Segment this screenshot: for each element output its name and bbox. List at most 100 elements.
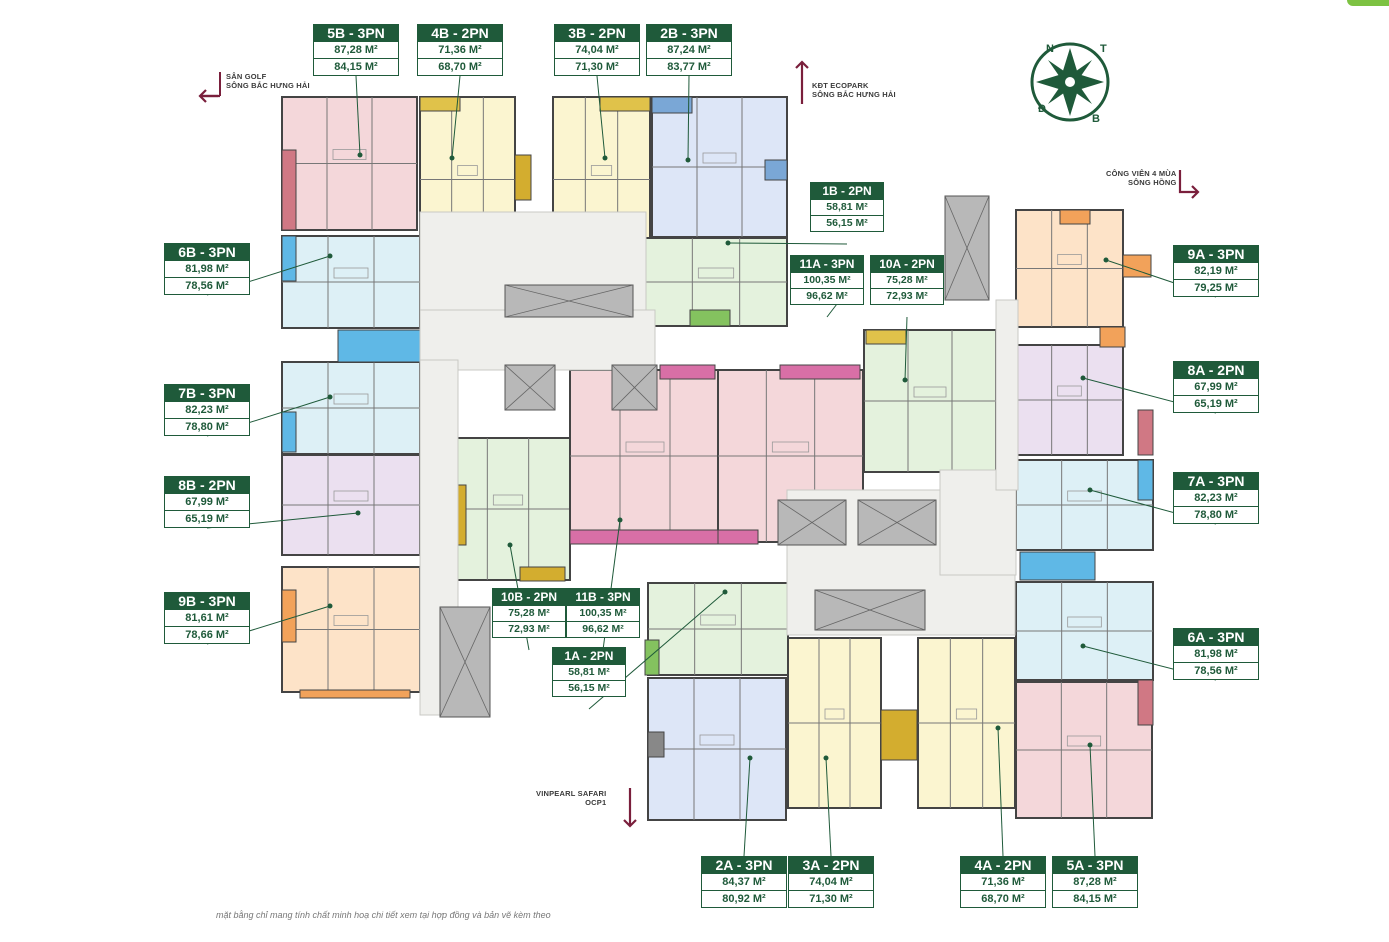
unit-net-area: 84,15 M² <box>313 59 399 76</box>
unit-type-title: 4B - 2PN <box>417 24 503 42</box>
unit-type-title: 8A - 2PN <box>1173 361 1259 379</box>
unit-type-title: 2B - 3PN <box>646 24 732 42</box>
unit-type-title: 11A - 3PN <box>790 255 864 273</box>
unit-gross-area: 58,81 M² <box>810 200 884 216</box>
unit-6b-block <box>281 235 421 329</box>
unit-type-title: 3B - 2PN <box>554 24 640 42</box>
unit-10a-block <box>863 329 997 473</box>
unit-gross-area: 82,19 M² <box>1173 263 1259 280</box>
unit-gross-area: 75,28 M² <box>870 273 944 289</box>
unit-net-area: 68,70 M² <box>417 59 503 76</box>
unit-7b-block <box>281 361 421 455</box>
unit-5b-block <box>281 96 418 231</box>
direction-arrows <box>198 60 1200 828</box>
unit-gross-area: 58,81 M² <box>552 665 626 681</box>
unit-gross-area: 81,61 M² <box>164 610 250 627</box>
unit-8b-block <box>281 454 421 556</box>
unit-type-title: 11B - 3PN <box>566 588 640 606</box>
unit-net-area: 68,70 M² <box>960 891 1046 908</box>
unit-gross-area: 84,37 M² <box>701 874 787 891</box>
unit-8a-block <box>1015 344 1124 456</box>
unit-2a-block <box>647 677 787 821</box>
unit-gross-area: 67,99 M² <box>1173 379 1259 396</box>
unit-net-area: 96,62 M² <box>790 289 864 305</box>
unit-gross-area: 100,35 M² <box>790 273 864 289</box>
compass-letter: Đ <box>1038 103 1046 115</box>
unit-net-area: 72,93 M² <box>492 622 566 638</box>
unit-type-title: 9B - 3PN <box>164 592 250 610</box>
direction-west-line1: SÂN GOLF <box>226 72 267 81</box>
unit-net-area: 78,80 M² <box>164 419 250 436</box>
unit-gross-area: 71,36 M² <box>417 42 503 59</box>
direction-west-line2: SÔNG BẮC HƯNG HẢI <box>226 81 310 90</box>
direction-east-line2: SÔNG HỒNG <box>1128 178 1177 187</box>
unit-type-title: 4A - 2PN <box>960 856 1046 874</box>
unit-gross-area: 81,98 M² <box>1173 646 1259 663</box>
unit-7a-block <box>1015 459 1154 551</box>
unit-4a-block <box>917 637 1016 809</box>
unit-net-area: 72,93 M² <box>870 289 944 305</box>
compass-letter: N <box>1046 43 1054 55</box>
direction-east-line1: CÔNG VIÊN 4 MÙA <box>1106 169 1177 178</box>
unit-net-area: 78,56 M² <box>1173 663 1259 680</box>
unit-type-title: 6A - 3PN <box>1173 628 1259 646</box>
unit-net-area: 71,30 M² <box>788 891 874 908</box>
direction-north-label: KĐT ECOPARK SÔNG BẮC HƯNG HẢI <box>812 81 896 99</box>
direction-west-label: SÂN GOLF SÔNG BẮC HƯNG HẢI <box>226 72 310 90</box>
unit-gross-area: 75,28 M² <box>492 606 566 622</box>
unit-type-title: 5A - 3PN <box>1052 856 1138 874</box>
building-core <box>419 195 1019 718</box>
unit-gross-area: 100,35 M² <box>566 606 640 622</box>
unit-gross-area: 82,23 M² <box>164 402 250 419</box>
unit-gross-area: 87,28 M² <box>313 42 399 59</box>
unit-type-title: 1B - 2PN <box>810 182 884 200</box>
unit-type-title: 7B - 3PN <box>164 384 250 402</box>
unit-9b-block <box>281 566 421 693</box>
unit-type-title: 10B - 2PN <box>492 588 566 606</box>
unit-type-title: 8B - 2PN <box>164 476 250 494</box>
unit-type-title: 1A - 2PN <box>552 647 626 665</box>
unit-type-title: 2A - 3PN <box>701 856 787 874</box>
unit-6a-block <box>1015 581 1154 681</box>
compass-letter: T <box>1100 43 1107 55</box>
direction-north-line2: SÔNG BẮC HƯNG HẢI <box>812 90 896 99</box>
unit-net-area: 78,66 M² <box>164 627 250 644</box>
unit-gross-area: 74,04 M² <box>788 874 874 891</box>
unit-net-area: 84,15 M² <box>1052 891 1138 908</box>
unit-gross-area: 87,24 M² <box>646 42 732 59</box>
unit-net-area: 56,15 M² <box>810 216 884 232</box>
unit-1a-block <box>647 582 789 676</box>
unit-gross-area: 87,28 M² <box>1052 874 1138 891</box>
unit-type-title: 3A - 2PN <box>788 856 874 874</box>
unit-gross-area: 82,23 M² <box>1173 490 1259 507</box>
unit-net-area: 71,30 M² <box>554 59 640 76</box>
unit-net-area: 65,19 M² <box>164 511 250 528</box>
unit-type-title: 10A - 2PN <box>870 255 944 273</box>
unit-gross-area: 71,36 M² <box>960 874 1046 891</box>
apartment-blocks <box>281 96 1154 821</box>
unit-net-area: 80,92 M² <box>701 891 787 908</box>
unit-9a-block <box>1015 209 1124 328</box>
unit-5a-block <box>1015 681 1153 819</box>
unit-net-area: 96,62 M² <box>566 622 640 638</box>
